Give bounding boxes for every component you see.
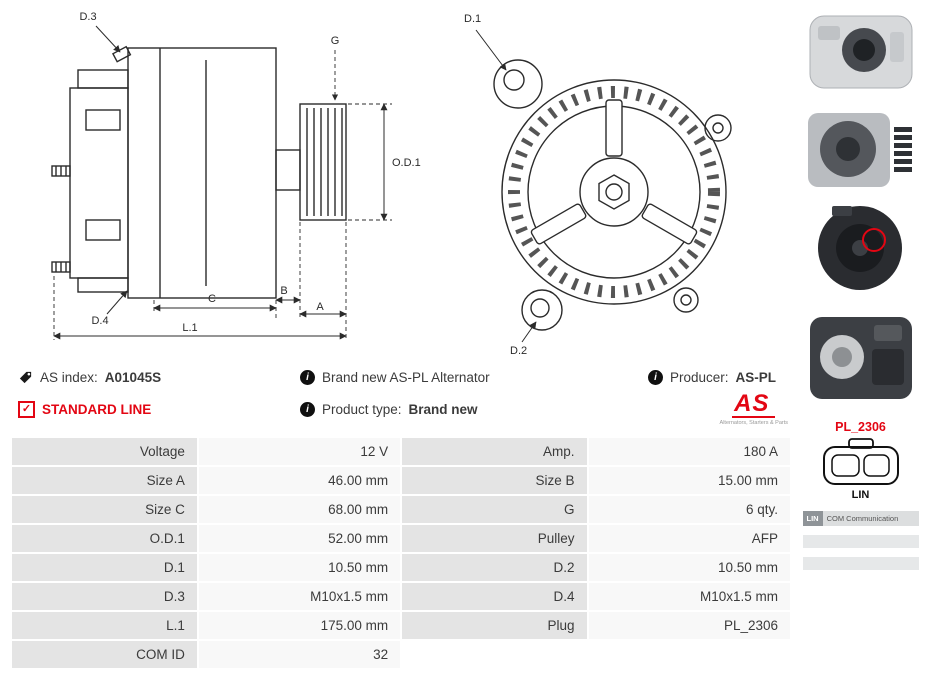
spec-label: Size A	[12, 467, 197, 494]
spec-value: 12 V	[198, 438, 401, 465]
spec-value: M10x1.5 mm	[588, 583, 790, 610]
dim-label-od1: O.D.1	[392, 157, 421, 169]
spec-label-empty	[402, 641, 586, 668]
product-photo-4[interactable]	[802, 301, 920, 409]
dim-label-g: G	[331, 35, 340, 47]
dim-label-a: A	[316, 301, 324, 313]
spec-value-empty	[589, 641, 790, 668]
spec-value: 32	[198, 641, 401, 668]
dim-label-d4: D.4	[91, 315, 108, 327]
product-type-value: Brand new	[408, 402, 478, 417]
spec-label: D.1	[12, 554, 197, 581]
plug-code-label: PL_2306	[835, 420, 886, 434]
spec-value: PL_2306	[588, 612, 790, 639]
brand-new-text: Brand new AS-PL Alternator	[322, 370, 490, 385]
producer-row: i Producer: AS-PL	[648, 370, 800, 385]
table-row: O.D.1 52.00 mm Pulley AFP	[12, 525, 790, 552]
table-row: Size C 68.00 mm G 6 qty.	[12, 496, 790, 523]
spec-value: 68.00 mm	[198, 496, 401, 523]
info-icon: i	[300, 402, 315, 417]
spec-label: D.3	[12, 583, 197, 610]
com-badge-type: LIN	[802, 511, 823, 526]
product-info-header: AS index: A01045S i Brand new AS-PL Alte…	[18, 370, 800, 426]
table-row: Size A 46.00 mm Size B 15.00 mm	[12, 467, 790, 494]
spec-label: Plug	[402, 612, 587, 639]
as-pl-logo-subtext: Alternators, Starters & Parts	[719, 420, 788, 426]
spec-value: 10.50 mm	[198, 554, 401, 581]
table-row: D.3 M10x1.5 mm D.4 M10x1.5 mm	[12, 583, 790, 610]
spec-table: Voltage 12 V Amp. 180 A Size A 46.00 mm …	[10, 436, 792, 670]
product-photo-3[interactable]	[802, 200, 920, 296]
spec-label: L.1	[12, 612, 197, 639]
alternator-side-view-drawing: D.3 G O.D.1 D.4	[51, 11, 421, 340]
main-column: D.3 G O.D.1 D.4	[8, 0, 800, 670]
spec-label: Size B	[402, 467, 587, 494]
badge-bar	[802, 535, 919, 548]
as-index-label: AS index:	[40, 370, 98, 385]
brand-new-row: i Brand new AS-PL Alternator	[300, 370, 648, 385]
product-type-label: Product type:	[322, 402, 402, 417]
com-badge-text: COM Communication	[822, 511, 919, 526]
alternator-front-view-drawing: D.1 D.2	[464, 13, 732, 357]
spec-value: 10.50 mm	[588, 554, 790, 581]
spec-value: 15.00 mm	[588, 467, 790, 494]
product-photos-column: PL_2306 LIN LIN COM Communication	[800, 0, 921, 676]
dim-label-l1: L.1	[182, 322, 197, 334]
spec-label: D.4	[402, 583, 587, 610]
plug-connector-drawing	[822, 438, 899, 485]
check-icon: ✓	[18, 401, 35, 418]
dim-label-d1: D.1	[464, 13, 481, 25]
as-pl-logo: AS Alternators, Starters & Parts	[719, 392, 788, 427]
com-communication-badge: LIN COM Communication	[802, 511, 919, 526]
as-pl-logo-mark: AS	[732, 392, 776, 418]
standard-line-label: STANDARD LINE	[42, 402, 152, 417]
spec-value: M10x1.5 mm	[198, 583, 401, 610]
as-index-value: A01045S	[104, 370, 162, 385]
brand-logo-cell: AS Alternators, Starters & Parts	[648, 392, 800, 427]
spec-label: D.2	[402, 554, 587, 581]
spec-label: O.D.1	[12, 525, 197, 552]
dim-label-d3: D.3	[79, 11, 96, 23]
tag-icon	[19, 371, 32, 384]
as-index-row: AS index: A01045S	[18, 370, 300, 385]
table-row: COM ID 32	[12, 641, 790, 668]
table-row: D.1 10.50 mm D.2 10.50 mm	[12, 554, 790, 581]
product-photo-2[interactable]	[802, 103, 920, 195]
table-row: Voltage 12 V Amp. 180 A	[12, 438, 790, 465]
spec-value: 180 A	[588, 438, 790, 465]
spec-value: 175.00 mm	[198, 612, 401, 639]
spec-value: AFP	[588, 525, 790, 552]
standard-line-row: ✓ STANDARD LINE	[18, 393, 300, 426]
info-icon: i	[300, 370, 315, 385]
spec-value: 46.00 mm	[198, 467, 401, 494]
spec-value: 6 qty.	[588, 496, 790, 523]
spec-label: Pulley	[402, 525, 587, 552]
producer-value: AS-PL	[735, 370, 777, 385]
table-row: L.1 175.00 mm Plug PL_2306	[12, 612, 790, 639]
dim-label-b: B	[280, 285, 287, 297]
product-photo-1[interactable]	[802, 6, 920, 98]
spec-label: Amp.	[402, 438, 587, 465]
dim-label-c: C	[208, 293, 216, 305]
producer-label: Producer:	[670, 370, 729, 385]
plug-name-label: LIN	[851, 489, 870, 501]
badge-bar	[802, 557, 919, 570]
spec-label: G	[402, 496, 587, 523]
product-type-row: i Product type: Brand new	[300, 393, 648, 426]
technical-drawings: D.3 G O.D.1 D.4	[8, 0, 800, 362]
spec-label: COM ID	[12, 641, 197, 668]
spec-label: Size C	[12, 496, 197, 523]
info-icon: i	[648, 370, 663, 385]
dim-label-d2: D.2	[510, 345, 527, 357]
spec-value: 52.00 mm	[198, 525, 401, 552]
spec-label: Voltage	[12, 438, 197, 465]
